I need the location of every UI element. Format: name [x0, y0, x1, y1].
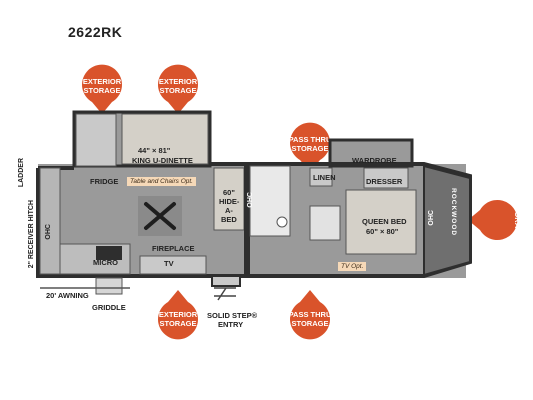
vanity-sink: [309, 205, 341, 241]
brand-logo: ROCKWOOD: [450, 188, 457, 237]
dinette-label: KING U-DINETTE: [132, 156, 193, 165]
hide-bed-label-2: A-: [225, 206, 233, 215]
badge-text: PASS THRU STORAGE: [288, 310, 332, 328]
toilet: [276, 216, 288, 228]
griddle-label: GRIDDLE: [92, 303, 126, 312]
interior-wall: [244, 166, 250, 276]
entry-door: [211, 275, 241, 287]
slide-out-wardrobe: [328, 138, 414, 168]
linen-cabinet: [309, 167, 333, 187]
fridge-label: FRIDGE: [90, 177, 119, 186]
micro-label: MICRO: [93, 258, 118, 267]
fireplace-label: FIREPLACE: [152, 244, 195, 253]
ohc-right-label: OHC: [428, 210, 435, 226]
queen-bed-size-label: 60" × 80": [366, 227, 399, 236]
badge-text: EXTERIOR STORAGE: [158, 77, 198, 95]
map-pin-up-icon: [290, 290, 330, 340]
solid-step-label: SOLID STEP®: [207, 311, 258, 320]
table-option-tag: Table and Chairs Opt.: [127, 177, 196, 186]
exterior-storage-badge-2: EXTERIOR STORAGE: [152, 64, 204, 116]
map-pin-up-icon: [158, 290, 198, 340]
dresser-cabinet: [363, 167, 409, 189]
map-pin-down-icon: [290, 122, 330, 172]
ohc-left-label: OHC: [45, 224, 52, 240]
queen-bed-frame: [345, 189, 417, 255]
exterior-storage-badge-right: EXTERIOR STORAGE: [468, 192, 531, 248]
receiver-hitch-label: 2" RECEIVER HITCH: [28, 200, 35, 269]
fridge-unit: [75, 113, 117, 167]
front-cap: [423, 164, 471, 277]
wardrobe-label: WARDROBE: [352, 156, 397, 165]
ladder-label: LADDER: [18, 158, 25, 188]
stove: [96, 246, 122, 260]
hide-bed-size-label: 60": [223, 188, 235, 197]
hide-a-bed-sofa: [213, 167, 245, 231]
linen-label: LINEN: [313, 173, 336, 182]
solid-step: [214, 287, 236, 301]
dresser-label: DRESSER: [366, 177, 403, 186]
ceiling-fan-icon: [144, 202, 176, 230]
exterior-storage-badge-bottom: EXTERIOR STORAGE: [152, 288, 204, 340]
map-pin-down-icon: [158, 64, 198, 114]
badge-text: EXTERIOR STORAGE: [158, 310, 198, 328]
hide-bed-label-1: HIDE-: [219, 197, 240, 206]
exterior-storage-badge-1: EXTERIOR STORAGE: [76, 64, 128, 116]
badge-text: EXTERIOR STORAGE: [513, 200, 531, 240]
entry-label: ENTRY: [218, 320, 244, 329]
rear-counter: [39, 167, 61, 275]
ohc-mid-label: OHC: [247, 192, 254, 208]
pass-thru-storage-badge-top: PASS THRU STORAGE: [284, 122, 336, 174]
map-pin-left-icon: [468, 200, 518, 240]
model-title: 2622RK: [68, 24, 123, 40]
awning-label: 20' AWNING: [46, 291, 89, 300]
dinette-size-label: 44" × 81": [138, 146, 171, 155]
fireplace-console: [139, 255, 207, 275]
map-pin-down-icon: [82, 64, 122, 114]
badge-text: PASS THRU STORAGE: [288, 135, 332, 153]
hide-bed-label-3: BED: [221, 215, 237, 224]
griddle-unit: [95, 277, 123, 295]
badge-text: EXTERIOR STORAGE: [82, 77, 122, 95]
tv-label: TV: [164, 259, 174, 268]
u-dinette: [121, 113, 209, 165]
queen-bed-label: QUEEN BED: [362, 217, 407, 226]
pass-thru-storage-badge-bottom: PASS THRU STORAGE: [284, 288, 336, 340]
tv-option-tag: TV Opt.: [338, 262, 367, 271]
